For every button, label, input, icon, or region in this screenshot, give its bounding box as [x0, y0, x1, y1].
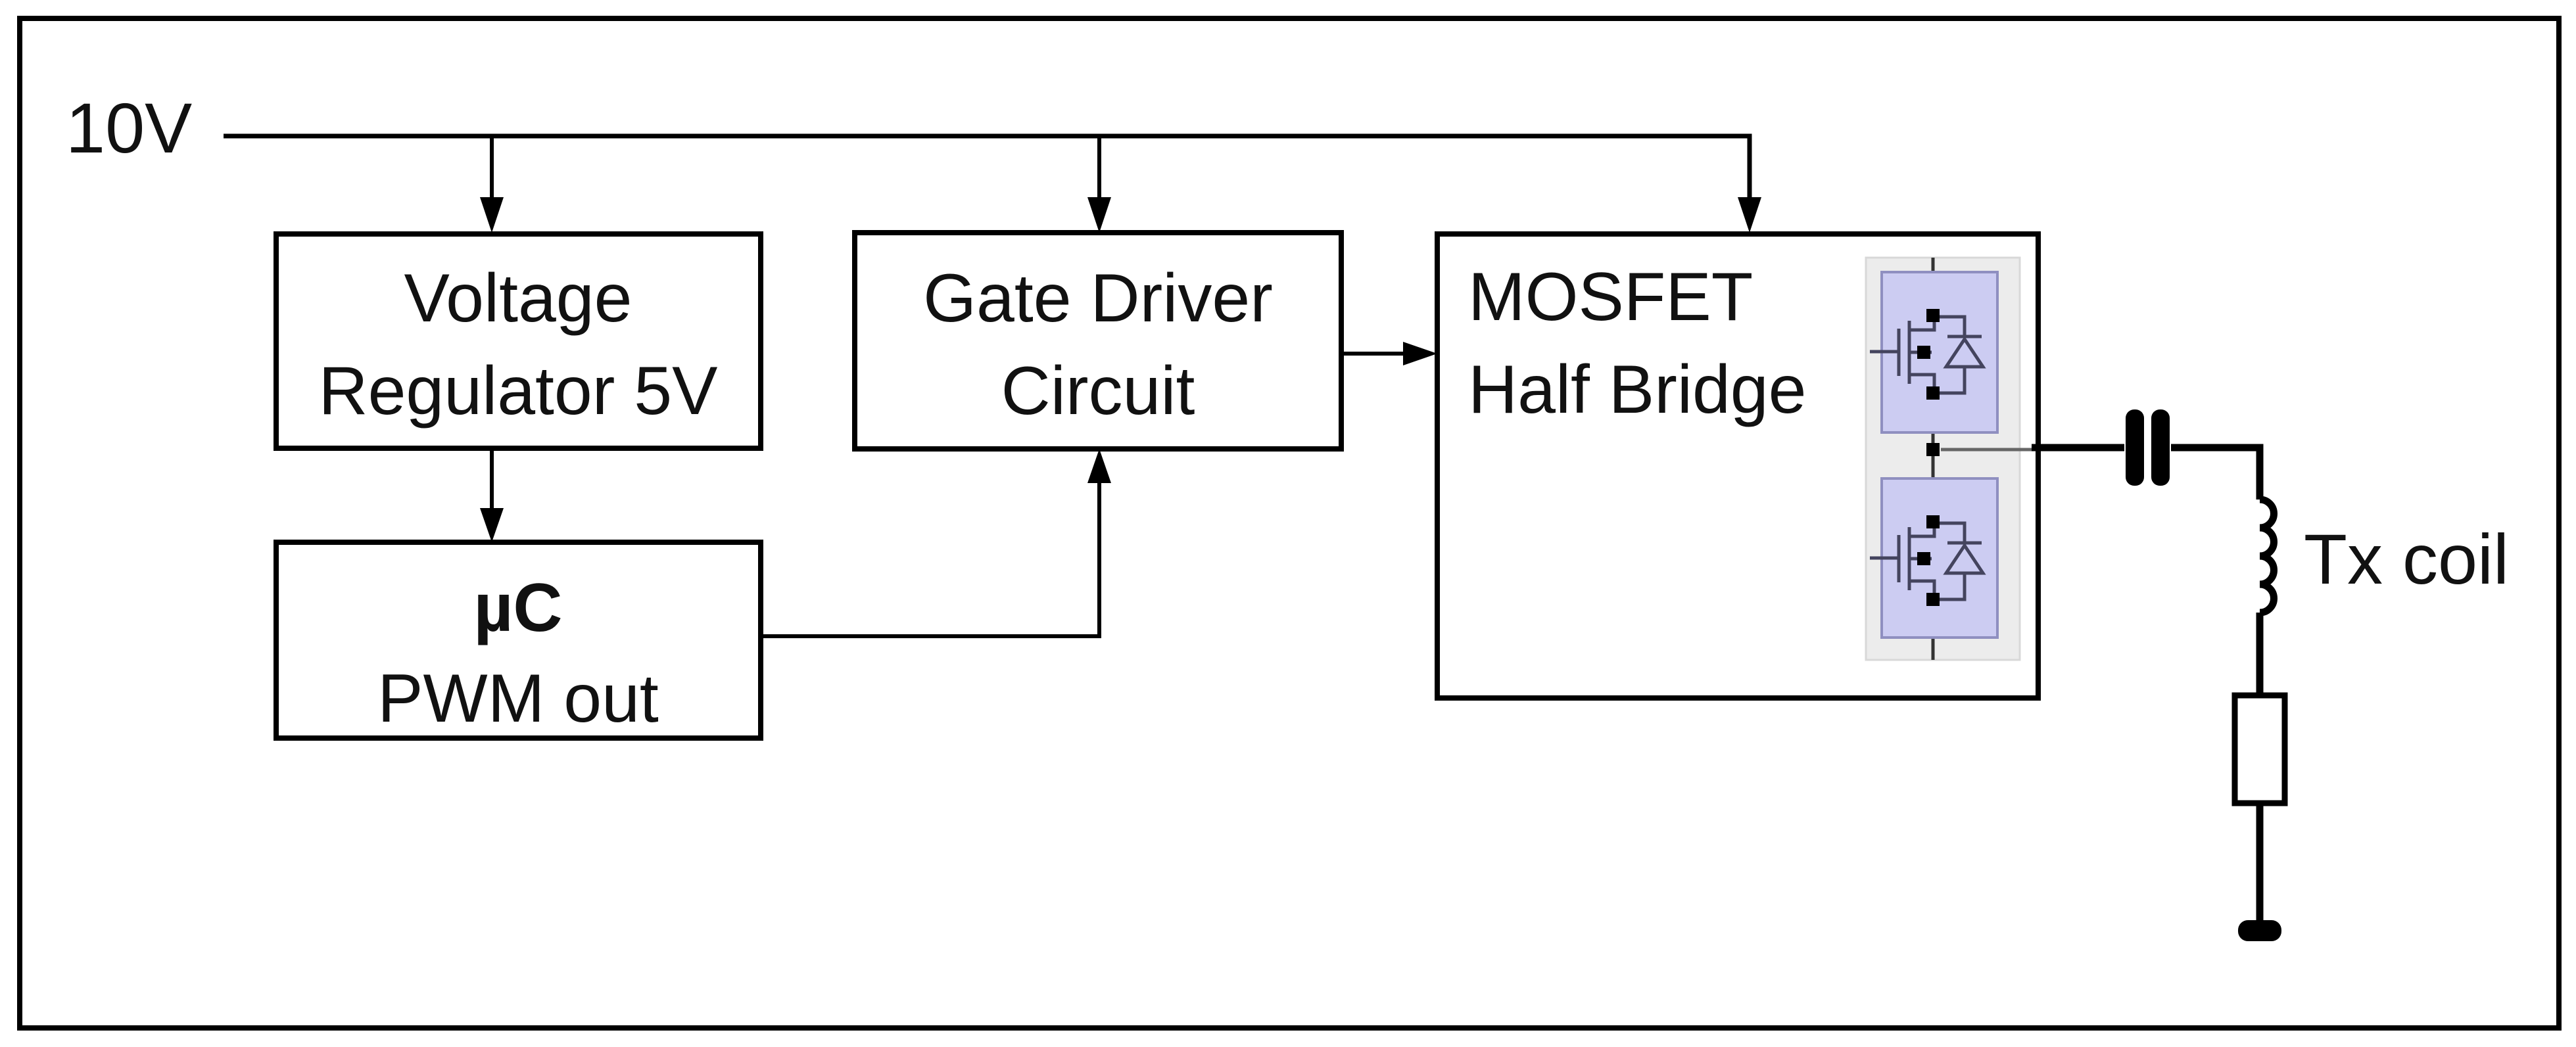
block-voltage-regulator: Voltage Regulator 5V — [274, 231, 763, 451]
arrowhead-into-gate-driver — [1087, 197, 1111, 233]
gate-driver-label-line1: Gate Driver — [923, 260, 1273, 337]
switch-node-dot — [1926, 443, 1940, 456]
supply-voltage-label: 10V — [66, 88, 192, 168]
microcontroller-label-line1: µC — [473, 570, 562, 646]
arrowhead-into-regulator — [480, 197, 504, 233]
tx-coil-inductor-icon — [2259, 496, 2278, 617]
diagram-border — [17, 16, 2562, 1031]
gate-driver-box — [852, 230, 1344, 452]
arrow-gate-driver-to-half-bridge — [1341, 342, 1437, 365]
supply-rail — [224, 133, 1761, 233]
half-bridge-icon — [1865, 256, 2032, 661]
voltage-regulator-label-line1: Voltage — [404, 260, 632, 337]
microcontroller-box — [274, 540, 763, 741]
output-network: Tx coil — [2032, 409, 2509, 941]
block-mosfet-half-bridge: MOSFET Half Bridge — [1435, 231, 2041, 701]
ground-icon — [2238, 920, 2281, 941]
low-side-body-diode — [1943, 542, 1986, 575]
arrowhead-into-half-bridge — [1738, 197, 1761, 233]
block-microcontroller: µC PWM out — [274, 540, 763, 741]
series-capacitor-icon — [2126, 409, 2170, 486]
voltage-regulator-label-line2: Regulator 5V — [318, 353, 717, 429]
mosfet-label-line2: Half Bridge — [1468, 352, 1806, 428]
capacitor-to-coil-wire — [2171, 444, 2264, 500]
tx-coil-label: Tx coil — [2304, 519, 2509, 599]
arrow-regulator-to-microcontroller — [480, 448, 504, 542]
low-side-mosfet-icon — [1870, 477, 1999, 639]
arrow-microcontroller-to-gate-driver — [761, 449, 1111, 638]
mosfet-label-line1: MOSFET — [1468, 259, 1753, 335]
high-side-body-diode — [1943, 336, 1986, 369]
block-gate-driver: Gate Driver Circuit — [852, 230, 1344, 452]
high-side-mosfet-icon — [1870, 271, 1999, 434]
voltage-regulator-box — [274, 231, 763, 451]
resistor-icon — [2231, 692, 2288, 806]
microcontroller-label-line2: PWM out — [377, 661, 659, 737]
supply-rail-wire — [224, 133, 1752, 198]
gate-driver-label-line2: Circuit — [1001, 353, 1195, 429]
